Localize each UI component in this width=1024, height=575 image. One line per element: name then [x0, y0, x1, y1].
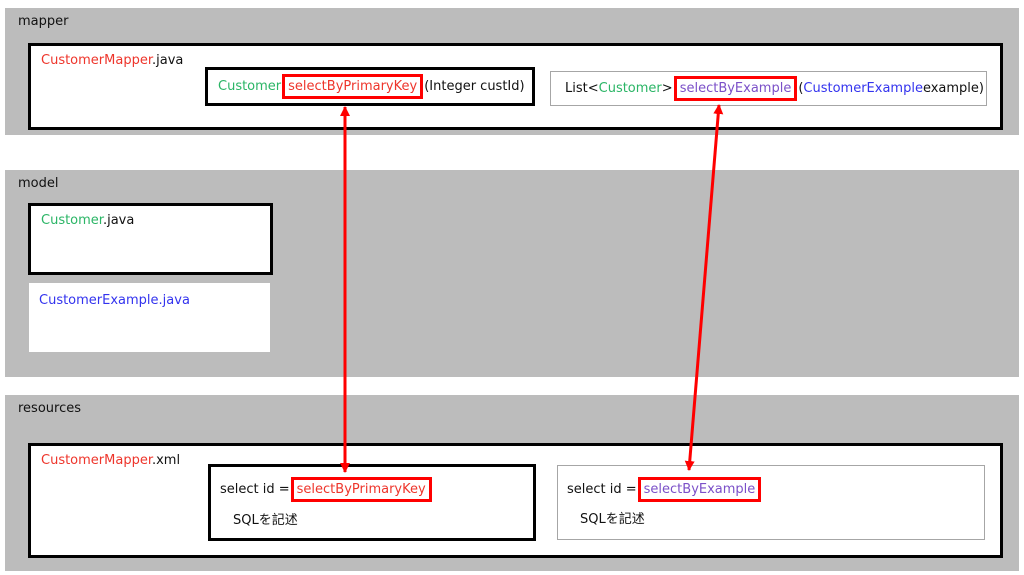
file-name: CustomerExample.java	[39, 293, 190, 308]
file-ext: .java	[151, 53, 184, 68]
method-return-type: Customer	[218, 79, 282, 94]
select-id-prefix: select id =	[567, 482, 637, 497]
sql-note: SQLを記述	[233, 513, 298, 528]
select-by-example-method-highlight: selectByExample	[673, 76, 798, 101]
customer-java-box: Customer.java	[28, 203, 273, 275]
method-param-type: CustomerExample	[803, 81, 923, 96]
file-ext: .java	[102, 213, 135, 228]
file-ext: .xml	[151, 453, 181, 468]
select-by-example-method-box: List<Customer>selectByExample(CustomerEx…	[550, 71, 987, 106]
select-by-example-id-highlight: selectByExample	[637, 477, 762, 502]
select-id-line: select id =selectByPrimaryKey	[220, 477, 433, 502]
select-by-primary-key-method-highlight: selectByPrimaryKey	[282, 74, 424, 99]
model-panel-label: model	[18, 176, 59, 191]
file-name: CustomerMapper	[41, 453, 152, 468]
resources-panel-label: resources	[18, 401, 82, 416]
select-id-line: select id =selectByExample	[567, 477, 762, 502]
select-by-example-xml-box: select id =selectByExample SQLを記述	[557, 465, 985, 540]
customer-mapper-java-title: CustomerMapper.java	[41, 53, 183, 68]
select-by-primary-key-id-highlight: selectByPrimaryKey	[290, 477, 432, 502]
method-params: (Integer custId)	[424, 79, 525, 94]
customer-example-java-title: CustomerExample.java	[39, 293, 190, 308]
select-by-primary-key-xml-box: select id =selectByPrimaryKey SQLを記述	[208, 464, 536, 541]
customer-example-java-box: CustomerExample.java	[29, 283, 270, 352]
customer-mapper-xml-title: CustomerMapper.xml	[41, 453, 180, 468]
customer-java-title: Customer.java	[41, 213, 134, 228]
file-name: CustomerMapper	[41, 53, 152, 68]
select-id-prefix: select id =	[220, 482, 290, 497]
method-return-suffix: >	[661, 81, 673, 96]
file-name: Customer	[41, 213, 103, 228]
method-param-open: (	[798, 81, 804, 96]
sql-note: SQLを記述	[580, 512, 645, 527]
mapper-panel-label: mapper	[18, 14, 69, 29]
method-return-type: Customer	[598, 81, 662, 96]
method-param-rest: example)	[922, 81, 984, 96]
method-return-prefix: List<	[565, 81, 599, 96]
